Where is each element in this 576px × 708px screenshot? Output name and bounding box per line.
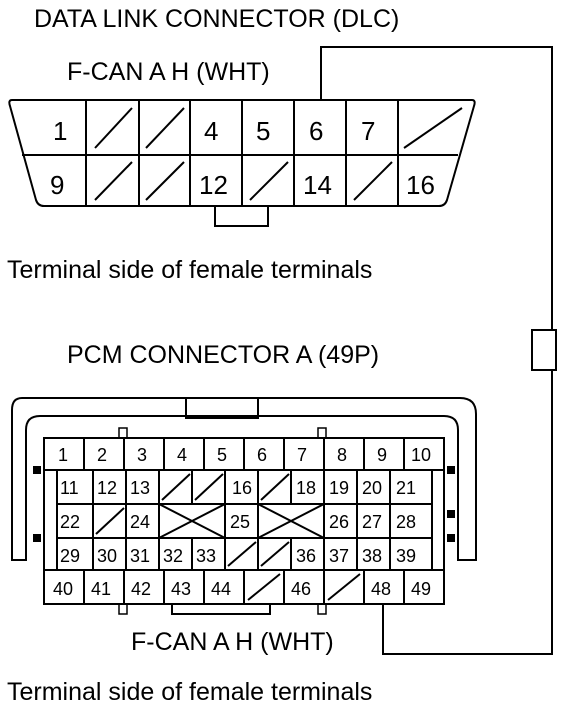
pcm-pin: 31 — [130, 546, 150, 566]
dlc-key-tab — [214, 206, 269, 227]
dlc-pin: 16 — [406, 170, 435, 200]
pcm-pin: 22 — [60, 512, 80, 532]
pcm-pin: 49 — [411, 579, 431, 599]
dlc-wire-leader — [320, 46, 553, 330]
pcm-wire-label: F-CAN A H (WHT) — [131, 628, 334, 656]
pcm-housing — [11, 397, 477, 615]
pcm-pin: 28 — [396, 512, 416, 532]
pcm-row3-dividers — [92, 503, 391, 539]
pcm-pin: 36 — [296, 546, 316, 566]
pcm-pin: 27 — [362, 512, 382, 532]
pcm-pin: 1 — [58, 445, 68, 465]
pcm-pin: 48 — [371, 579, 391, 599]
pcm-title: PCM CONNECTOR A (49P) — [67, 341, 379, 369]
pcm-pin: 19 — [329, 478, 349, 498]
pcm-pin: 6 — [257, 445, 267, 465]
dlc-pin: 9 — [50, 170, 64, 200]
pcm-row1-dividers — [83, 438, 405, 470]
dlc-pin: 14 — [303, 170, 332, 200]
pcm-pin: 16 — [232, 478, 252, 498]
pcm-pin: 37 — [329, 546, 349, 566]
pcm-pin: 13 — [130, 478, 150, 498]
dlc-pin: 1 — [53, 116, 67, 146]
pcm-pin: 42 — [131, 579, 151, 599]
pcm-pin: 4 — [177, 445, 187, 465]
pcm-pin: 8 — [337, 445, 347, 465]
pcm-pin: 18 — [296, 478, 316, 498]
dlc-body — [8, 99, 476, 207]
pcm-pin: 33 — [196, 546, 216, 566]
pcm-pin: 29 — [60, 546, 80, 566]
pcm-pin: 38 — [362, 546, 382, 566]
dlc-pin: 12 — [199, 170, 228, 200]
pcm-pin: 26 — [329, 512, 349, 532]
pcm-pin: 44 — [211, 579, 231, 599]
pcm-pin: 32 — [163, 546, 183, 566]
pcm-pin: 21 — [396, 478, 416, 498]
dlc-title: DATA LINK CONNECTOR (DLC) — [34, 5, 399, 33]
dlc-pin: 6 — [309, 116, 323, 146]
pcm-pin: 39 — [396, 546, 416, 566]
pcm-pin: 2 — [97, 445, 107, 465]
dlc-caption: Terminal side of female terminals — [7, 256, 372, 284]
pcm-pin: 43 — [171, 579, 191, 599]
pcm-pin: 11 — [60, 478, 79, 498]
pcm-pin: 24 — [130, 512, 150, 532]
pcm-pin: 20 — [362, 478, 382, 498]
pcm-row5-dividers — [83, 570, 405, 604]
pcm-pin: 12 — [97, 478, 117, 498]
pcm-wire-leader — [382, 370, 553, 655]
pcm-pin: 5 — [217, 445, 227, 465]
pcm-pin: 30 — [97, 546, 117, 566]
pcm-pin: 41 — [91, 579, 111, 599]
pcm-pin: 25 — [230, 512, 250, 532]
pcm-row2-dividers — [92, 470, 391, 504]
pcm-caption: Terminal side of female terminals — [7, 678, 372, 706]
pcm-row4-dividers — [92, 538, 391, 570]
dlc-empty-cavities — [94, 107, 463, 201]
pcm-pin: 10 — [411, 445, 431, 465]
pcm-pin: 9 — [377, 445, 387, 465]
dlc-pin: 4 — [204, 116, 218, 146]
dlc-pin: 7 — [361, 116, 375, 146]
pcm-pin: 3 — [137, 445, 147, 465]
pcm-pin: 46 — [291, 579, 311, 599]
dlc-column-dividers — [85, 100, 399, 206]
dlc-pin: 5 — [256, 116, 270, 146]
splice-box — [531, 329, 557, 371]
dlc-wire-label: F-CAN A H (WHT) — [67, 58, 270, 86]
pcm-pin: 7 — [297, 445, 307, 465]
pcm-pin: 40 — [53, 579, 73, 599]
